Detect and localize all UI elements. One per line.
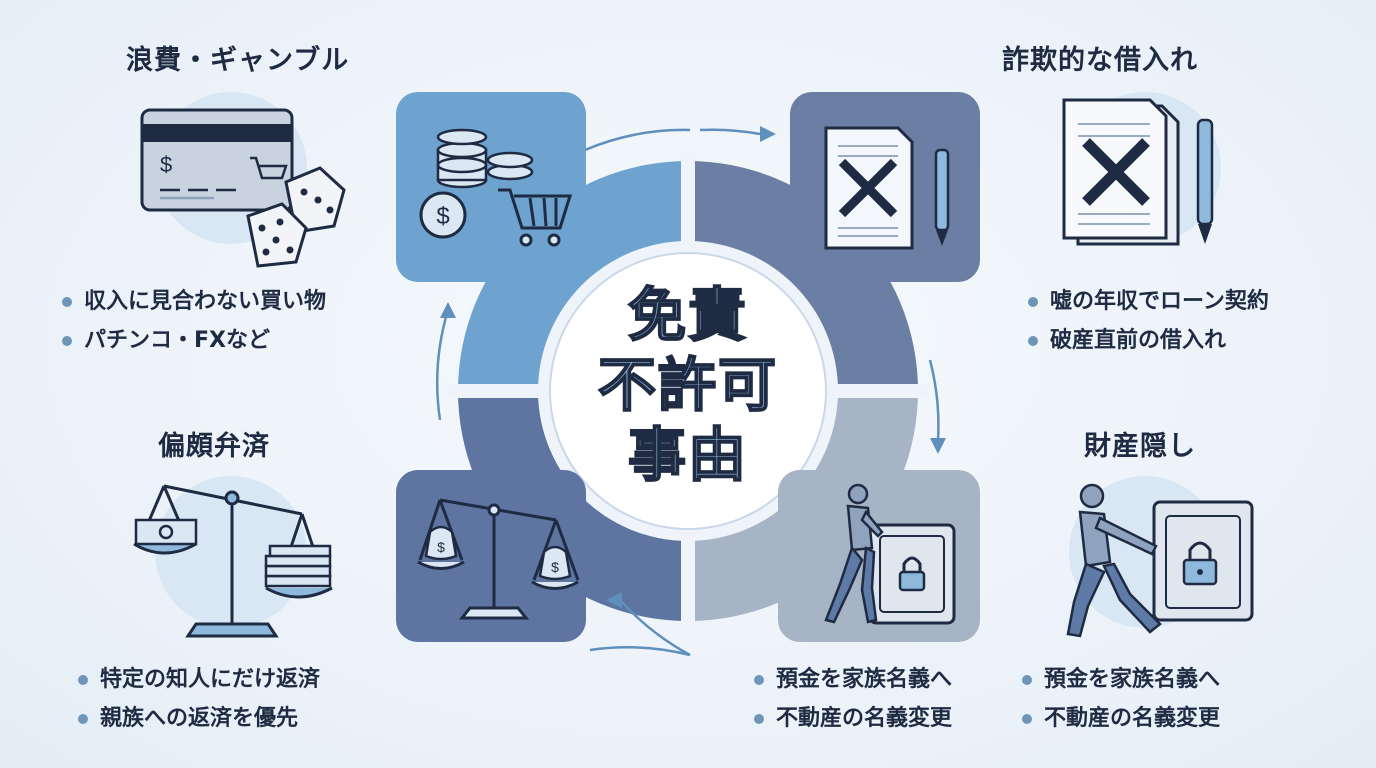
arrow-head-left — [606, 592, 622, 608]
bullets-fraud: 嘘の年収でローン契約 破産直前の借入れ — [1024, 282, 1269, 360]
money-bag-icon: $ $ — [424, 525, 572, 581]
title-waste: 浪費・ギャンブル — [126, 45, 350, 76]
person-pushing-safe-icon — [824, 483, 884, 624]
illustration-waste: $ — [140, 92, 346, 268]
illustration-concealment — [1066, 476, 1254, 638]
svg-text:$: $ — [551, 559, 559, 575]
dice-icon — [246, 166, 346, 268]
safe-icon — [868, 523, 956, 625]
coin-dollar-icon: $ — [419, 191, 467, 239]
credit-card-icon: $ — [140, 108, 294, 212]
bullets-preference: 特定の知人にだけ返済 親族への返済を優先 — [74, 660, 320, 738]
svg-text:$: $ — [160, 152, 172, 177]
bullet-item: 特定の知人にだけ返済 — [74, 660, 320, 699]
arrow-head-down — [930, 438, 946, 454]
bullet-item: 不動産の名義変更 — [750, 699, 952, 738]
shopping-cart-icon — [498, 188, 573, 247]
cycle-arrows — [435, 128, 940, 657]
illustration-preference — [133, 476, 333, 638]
bullets-concealment: 預金を家族名義へ 不動産の名義変更 — [1018, 660, 1220, 738]
tile-waste: $ — [396, 92, 586, 282]
arrow-head-up — [440, 302, 456, 318]
arrow-heads — [440, 126, 946, 608]
bullet-item: パチンコ・FXなど — [58, 321, 326, 360]
center-title-line-3: 事由 — [627, 420, 748, 490]
title-fraud: 詐欺的な借入れ — [1002, 45, 1198, 76]
coins-icon — [436, 128, 534, 189]
tile-fraud — [790, 92, 980, 282]
bullet-item: 収入に見合わない買い物 — [58, 282, 326, 321]
cash-stack-icon — [134, 518, 332, 588]
bullets-waste: 収入に見合わない買い物 パチンコ・FXなど — [58, 282, 326, 360]
bullet-item: 預金を家族名義へ — [750, 660, 952, 699]
center-title: 免責 不許可 事由 — [568, 280, 808, 490]
illustration-fraud — [1062, 92, 1221, 246]
pen-icon — [934, 148, 950, 246]
title-preference: 偏頗弁済 — [158, 431, 270, 462]
title-concealment: 財産隠し — [1084, 431, 1196, 462]
bullet-item: 破産直前の借入れ — [1024, 321, 1269, 360]
balance-scale-icon — [417, 498, 580, 620]
center-title-line-1: 免責 — [627, 280, 748, 350]
svg-text:$: $ — [437, 539, 445, 555]
arrow-head-right — [760, 126, 776, 142]
bullet-item: 不動産の名義変更 — [1018, 699, 1220, 738]
center-title-line-2: 不許可 — [597, 350, 778, 420]
svg-text:$: $ — [436, 203, 449, 230]
bullets-concealment-tile: 預金を家族名義へ 不動産の名義変更 — [750, 660, 952, 738]
cancelled-document-icon — [824, 126, 914, 250]
padlock-icon — [898, 556, 926, 592]
bullet-item: 親族への返済を優先 — [74, 699, 320, 738]
tile-concealment — [778, 470, 980, 642]
bullet-item: 預金を家族名義へ — [1018, 660, 1220, 699]
bullet-item: 嘘の年収でローン契約 — [1024, 282, 1269, 321]
tile-preference: $ $ — [396, 470, 586, 642]
